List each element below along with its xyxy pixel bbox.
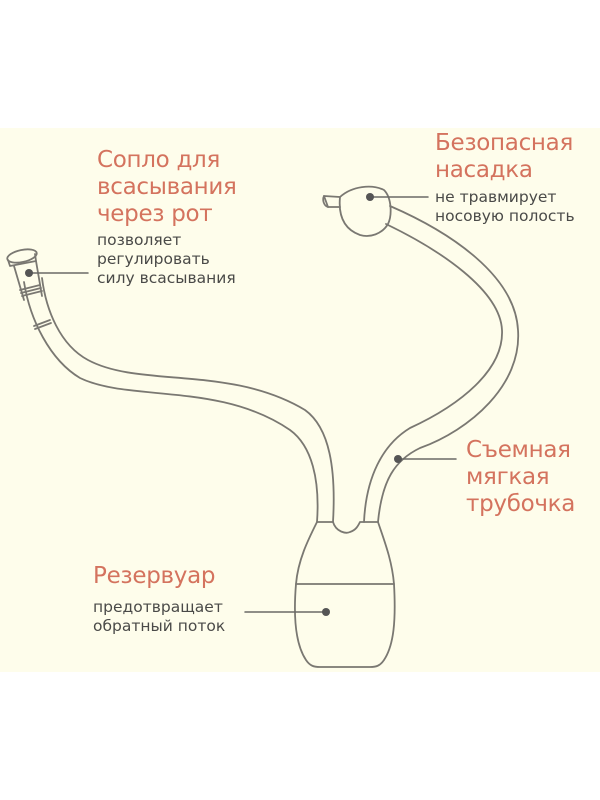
reservoir-description: предотвращает обратный поток [93, 598, 225, 636]
leader-lines [28, 196, 457, 613]
title-line: мягкая [466, 464, 550, 490]
mouth-nozzle-icon [6, 248, 52, 330]
title-line: Резервуар [93, 563, 216, 589]
title-line: трубочка [466, 491, 576, 517]
title-line: Сопло для [97, 147, 220, 173]
safe-tip-description: не травмирует носовую полость [435, 188, 575, 226]
mouth-nozzle-title: Сопло для всасывания через рот [97, 147, 237, 228]
diagram-panel [0, 128, 600, 672]
desc-line: носовую полость [435, 207, 575, 225]
desc-line: не травмирует [435, 188, 557, 206]
title-line: Съемная [466, 437, 571, 463]
title-line: Безопасная [435, 130, 573, 156]
reservoir-title: Резервуар [93, 563, 215, 590]
left-tube [23, 277, 335, 523]
title-line: всасывания [97, 174, 237, 200]
desc-line: позволяет [97, 231, 182, 249]
desc-line: обратный поток [93, 617, 226, 635]
leader-dots [25, 193, 402, 616]
desc-line: силу всасывания [97, 269, 236, 287]
title-line: насадка [435, 157, 533, 183]
title-line: через рот [97, 201, 213, 227]
soft-tube-title: Съемная мягкая трубочка [466, 437, 575, 518]
mouth-nozzle-description: позволяет регулировать силу всасывания [97, 231, 236, 288]
desc-line: регулировать [97, 250, 210, 268]
nasal-tip-icon [322, 185, 392, 237]
safe-tip-title: Безопасная насадка [435, 130, 573, 184]
desc-line: предотвращает [93, 598, 223, 616]
reservoir-jar-icon [293, 521, 396, 668]
right-tube [363, 205, 519, 523]
